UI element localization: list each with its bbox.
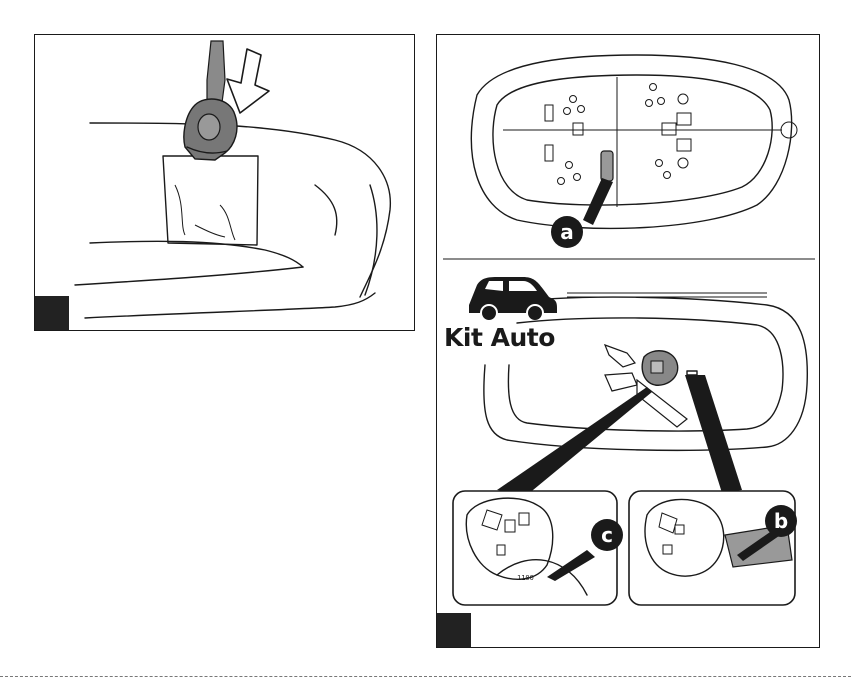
illustration-panel-strap-pocket — [34, 34, 415, 331]
svg-text:b: b — [774, 509, 788, 533]
step-number-box — [35, 296, 69, 330]
strap-pocket-illustration — [35, 35, 416, 332]
arrow-down-icon — [227, 49, 269, 113]
inset-detail-c — [453, 491, 617, 605]
svg-text:c: c — [601, 523, 613, 547]
svg-text:a: a — [560, 220, 574, 244]
page-trim-line — [0, 676, 851, 677]
kit-auto-label: Kit Auto — [444, 323, 555, 352]
svg-text:1100: 1100 — [517, 574, 534, 582]
step-number-box — [437, 613, 471, 647]
illustration-panel-car-kit: a 1100 — [436, 34, 820, 648]
